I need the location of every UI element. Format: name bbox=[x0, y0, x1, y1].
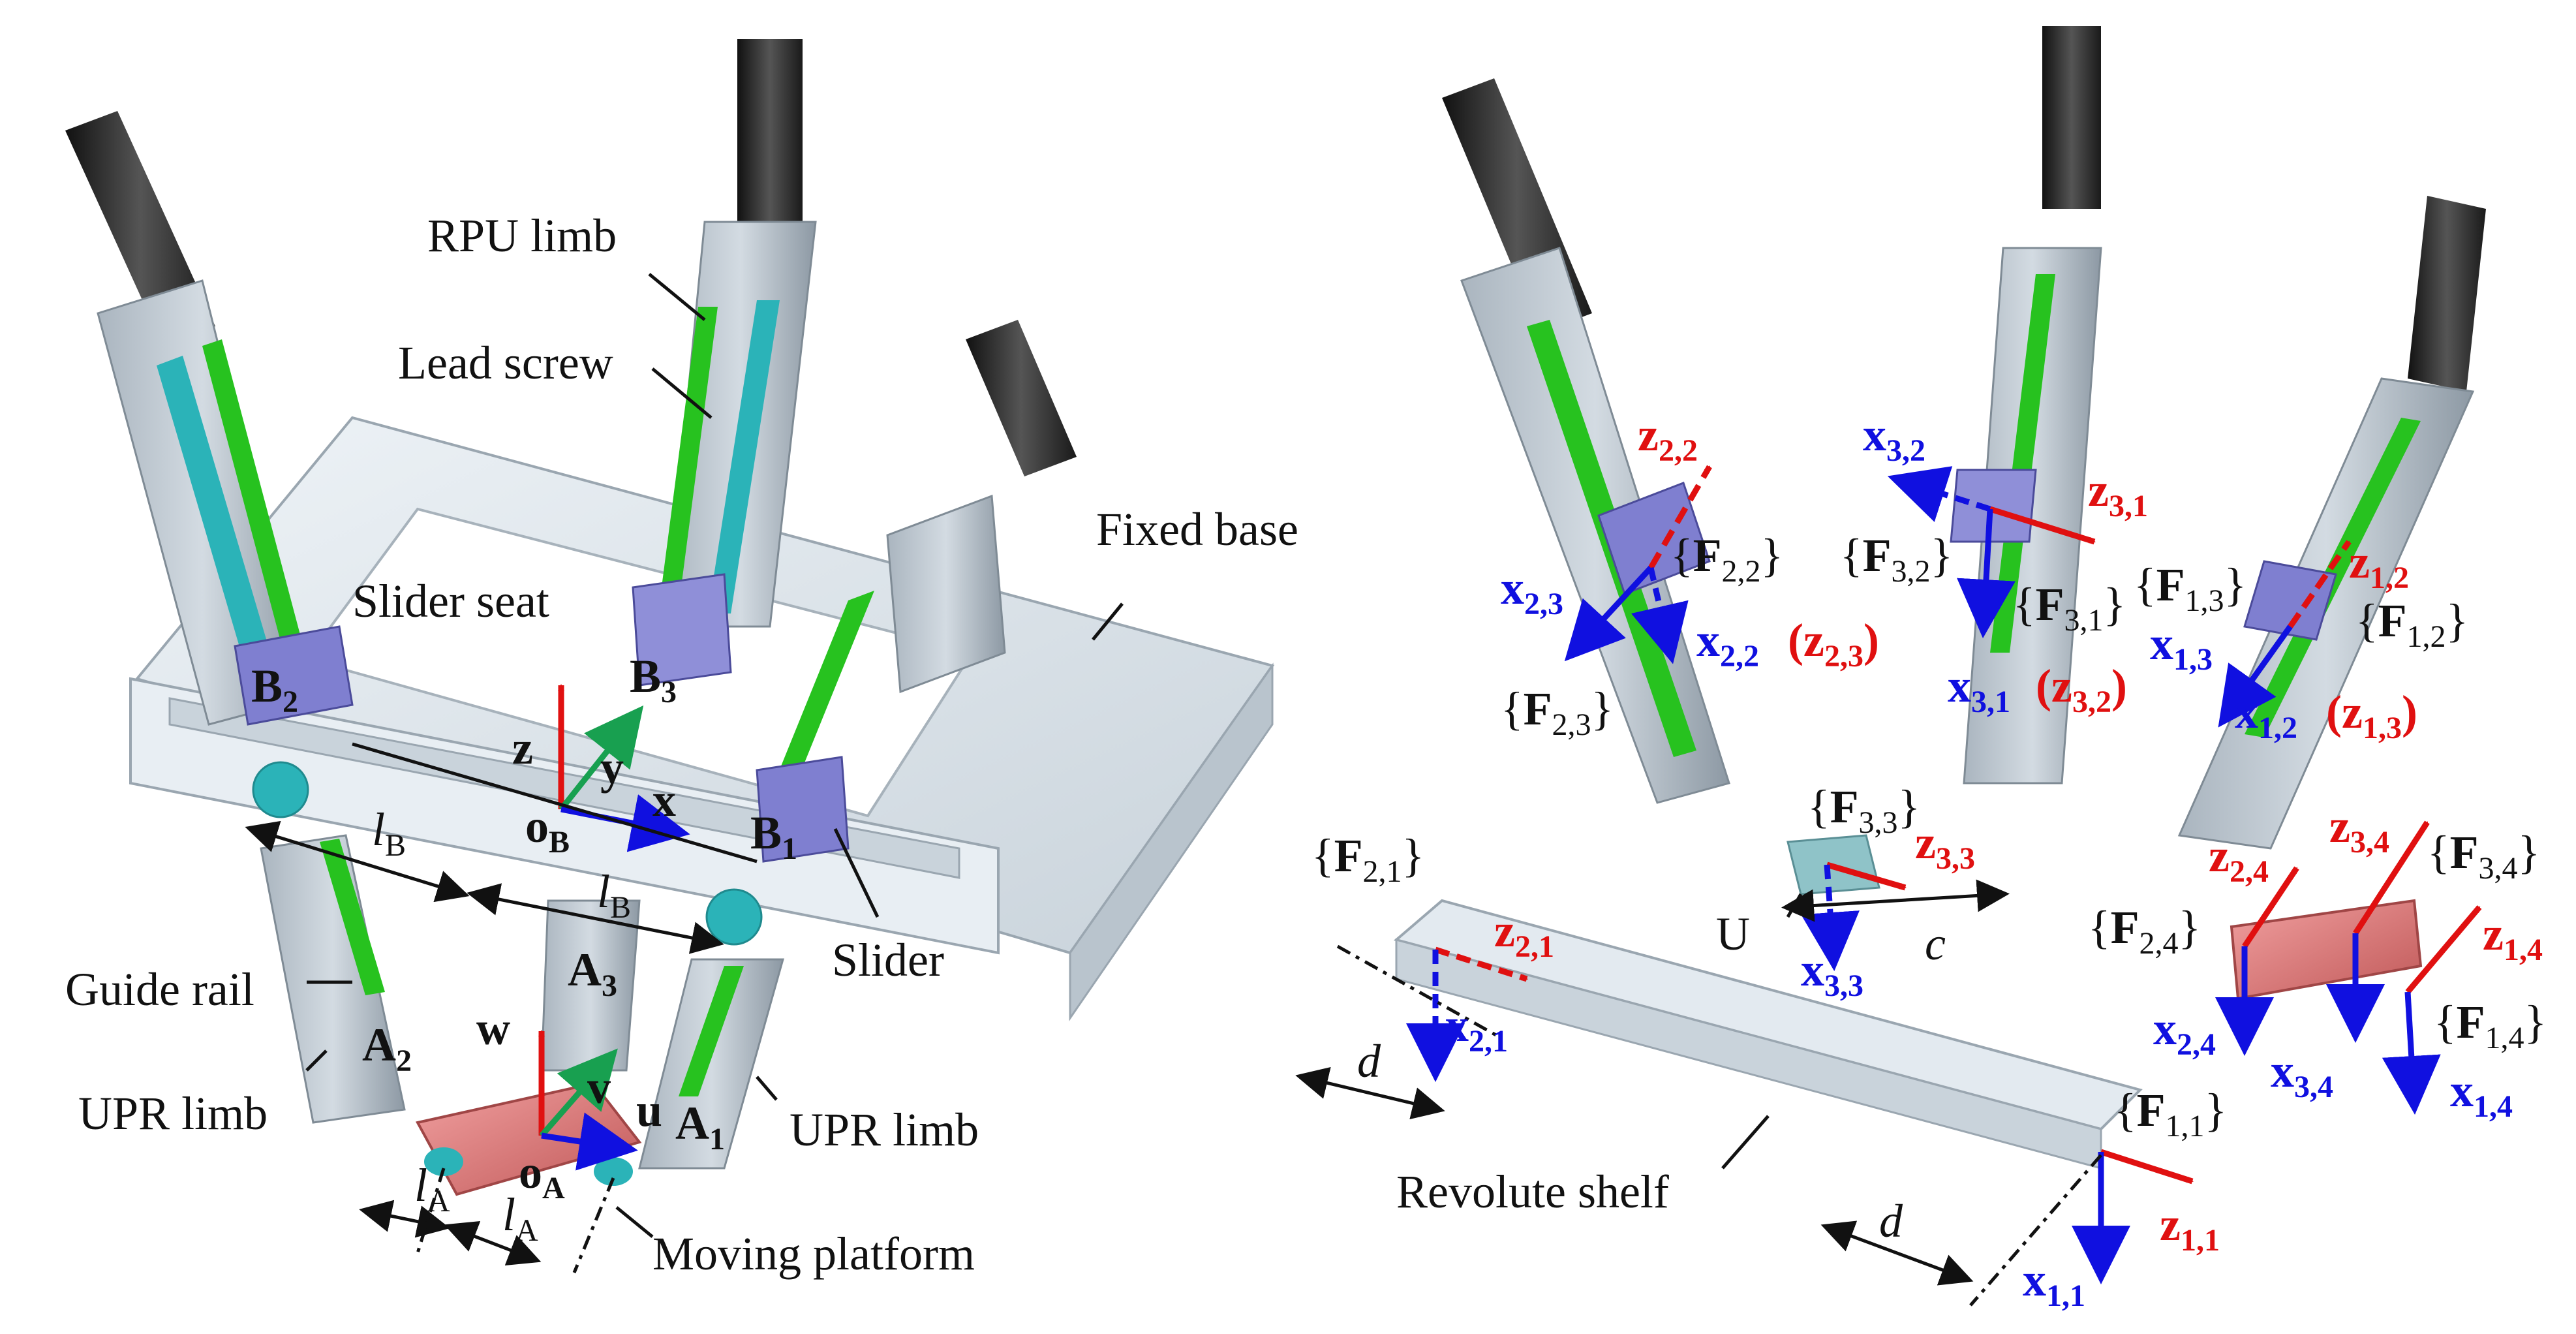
axis-x31: x3,1 bbox=[1948, 660, 2010, 719]
point-B2: B2 bbox=[251, 660, 298, 719]
axis-z24: z2,4 bbox=[2209, 830, 2269, 889]
point-A3: A3 bbox=[568, 944, 617, 1003]
rpu-limb-1 bbox=[756, 320, 1077, 863]
frame-F14: {F1,4} bbox=[2434, 996, 2547, 1055]
dimension-lines-left bbox=[245, 820, 724, 1273]
axis-x-base: x bbox=[652, 774, 676, 826]
axis-z21: z2,1 bbox=[1494, 905, 1554, 964]
point-B3: B3 bbox=[630, 650, 677, 709]
lead-screw-label: Lead screw bbox=[398, 337, 613, 389]
frame-F22: {F2,2} bbox=[1670, 529, 1783, 589]
axis-x21: x2,1 bbox=[1445, 999, 1508, 1059]
exploded-limb-1 bbox=[2177, 196, 2486, 850]
frame-F12: {F1,2} bbox=[2355, 595, 2468, 654]
exploded-limb-3 bbox=[1950, 26, 2102, 784]
dim-lB-2: lB bbox=[597, 865, 631, 925]
point-A1: A1 bbox=[675, 1097, 725, 1156]
frame-F11: {F1,1} bbox=[2114, 1084, 2227, 1143]
dim-d1-label: d bbox=[1357, 1035, 1381, 1087]
slider-seat-label: Slider seat bbox=[352, 575, 549, 627]
axis-z33: z3,3 bbox=[1915, 816, 1975, 876]
axis-u-platform: u bbox=[636, 1084, 662, 1136]
axis-x34: x3,4 bbox=[2271, 1045, 2333, 1104]
dim-d2-label: d bbox=[1879, 1195, 1903, 1247]
fixed-base-label: Fixed base bbox=[1096, 503, 1298, 555]
dim-lA-1: lA bbox=[414, 1159, 450, 1218]
axis-z31: z3,1 bbox=[2088, 464, 2148, 523]
axis-w-platform: w bbox=[476, 1002, 510, 1055]
frame-F24: {F2,4} bbox=[2088, 901, 2201, 961]
u-joint-label: U bbox=[1716, 908, 1750, 960]
point-A2: A2 bbox=[362, 1019, 412, 1078]
axis-x12: x1,2 bbox=[2235, 686, 2297, 745]
platform-frame-axes bbox=[538, 1030, 638, 1171]
right-mechanism bbox=[1295, 26, 2486, 1307]
leader-lines-left bbox=[305, 273, 1124, 1238]
axis-z22: z2,2 bbox=[1638, 409, 1698, 468]
axis-x33: x3,3 bbox=[1801, 944, 1863, 1003]
upr-limb-right-label: UPR limb bbox=[790, 1104, 979, 1156]
dim-lA-2: lA bbox=[502, 1188, 538, 1248]
frame-F13: {F1,3} bbox=[2134, 559, 2246, 618]
rpu-limb-label: RPU limb bbox=[427, 209, 617, 262]
axis-z34: z3,4 bbox=[2329, 800, 2389, 860]
dim-c-label: c bbox=[1925, 918, 1946, 970]
slider-label: Slider bbox=[832, 934, 944, 986]
left-mechanism bbox=[65, 39, 1275, 1273]
point-B1: B1 bbox=[750, 807, 797, 866]
rpu-limb-2 bbox=[65, 111, 354, 726]
point-oA: oA bbox=[519, 1146, 565, 1205]
moving-platform-label: Moving platform bbox=[652, 1228, 975, 1280]
axis-x22: x2,2 bbox=[1696, 614, 1759, 674]
axis-x23: x2,3 bbox=[1501, 562, 1563, 621]
axis-x24: x2,4 bbox=[2153, 1002, 2216, 1062]
axis-x11: x1,1 bbox=[2023, 1254, 2085, 1313]
right-labels: Revolute shelf U c d d {F2,2} {F2,3} {F3… bbox=[1311, 409, 2547, 1313]
point-oB: oB bbox=[525, 800, 570, 860]
axis-z12: z1,2 bbox=[2349, 536, 2409, 595]
axis-v-platform: v bbox=[587, 1061, 611, 1113]
dim-lB-1: lB bbox=[372, 803, 406, 863]
axis-z11: z1,1 bbox=[2160, 1198, 2220, 1258]
revolute-shelf bbox=[1393, 899, 2143, 1170]
axis-z23: (z2,3) bbox=[1788, 614, 1879, 674]
frame-F21: {F2,1} bbox=[1311, 830, 1424, 889]
frame-F23: {F2,3} bbox=[1501, 683, 1614, 742]
axis-z14: z1,4 bbox=[2483, 908, 2543, 967]
guide-rail-label: Guide rail bbox=[65, 963, 254, 1016]
exploded-platform bbox=[2230, 899, 2423, 1000]
axis-z32: (z3,2) bbox=[2036, 660, 2127, 719]
revolute-shelf-label: Revolute shelf bbox=[1396, 1166, 1669, 1218]
right-dimension-lines bbox=[1295, 879, 2102, 1307]
left-labels: RPU limb Lead screw Fixed base Slider se… bbox=[65, 209, 1298, 1280]
axis-x13: x1,3 bbox=[2150, 617, 2213, 677]
rpu-limb-3 bbox=[632, 39, 817, 687]
frame-F33: {F3,3} bbox=[1807, 781, 1920, 840]
frame-F32: {F3,2} bbox=[1840, 529, 1953, 589]
axis-x32: x3,2 bbox=[1863, 409, 1925, 468]
base-frame-axes bbox=[352, 684, 758, 863]
frame-F34: {F3,4} bbox=[2427, 826, 2540, 886]
axis-z-base: z bbox=[512, 722, 533, 774]
axis-x14: x1,4 bbox=[2450, 1064, 2513, 1124]
axis-y-base: y bbox=[600, 741, 624, 794]
axis-z13: (z1,3) bbox=[2326, 686, 2417, 745]
upr-limb-left-label: UPR limb bbox=[78, 1087, 268, 1140]
